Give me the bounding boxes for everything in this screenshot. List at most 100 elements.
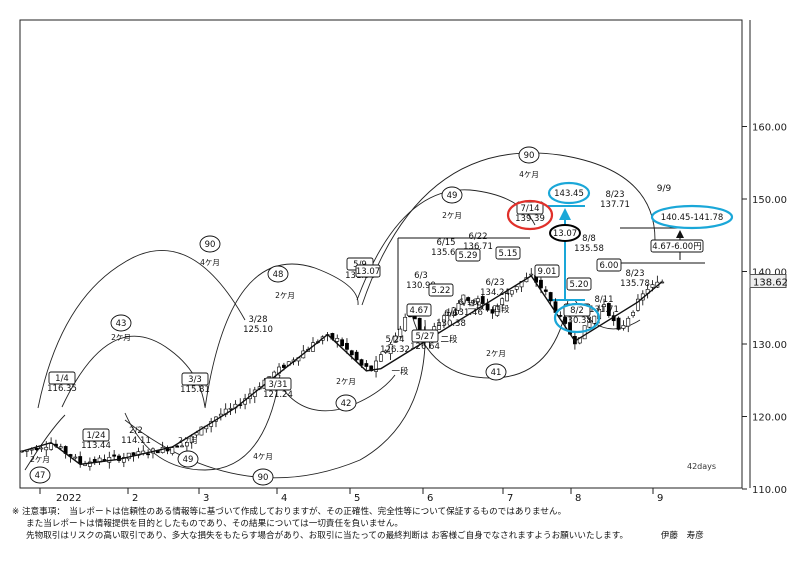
candle-body <box>442 315 446 323</box>
boxed-value: 5.29 <box>459 251 478 261</box>
cycle-count-ellipse <box>518 146 540 164</box>
cycle-count: 90 <box>524 151 535 161</box>
candle-body <box>631 311 636 316</box>
target-price-143-ellipse <box>547 181 591 205</box>
candle-body <box>73 456 78 459</box>
candle-body <box>602 304 606 308</box>
price-label: 135.58 <box>574 244 604 254</box>
candle-body <box>437 322 442 330</box>
candle-body <box>514 286 519 290</box>
x-tick-label: 2 <box>132 493 138 504</box>
target-arrow-head <box>676 230 684 238</box>
boxed-value-box <box>355 264 381 278</box>
candle-body <box>592 315 597 324</box>
price-label: 130.38 <box>436 319 466 329</box>
date-label: 8/2 <box>570 306 584 316</box>
author-name: 伊藤 寿彦 <box>660 531 704 541</box>
price-label: 130.99 <box>406 281 436 291</box>
boxed-value-box <box>428 283 454 297</box>
candle-body <box>29 448 34 451</box>
candle-body <box>131 452 136 456</box>
price-label: 126.64 <box>410 342 440 352</box>
days-label: 42days <box>687 462 716 471</box>
cycle-count-ellipse <box>199 235 221 253</box>
trend-polyline <box>21 274 663 466</box>
date-label: 1/24 <box>86 431 105 441</box>
candle-body <box>393 335 398 343</box>
x-tick-label: 9 <box>657 493 663 504</box>
candle-body <box>461 294 466 304</box>
candle-body <box>509 290 514 295</box>
candle-body <box>92 459 97 463</box>
candle-body <box>88 461 92 467</box>
candle-body <box>199 426 204 436</box>
candle-body <box>383 350 388 353</box>
candle-body <box>480 296 485 304</box>
candle-body <box>403 316 408 331</box>
cycle-count: 47 <box>35 471 46 481</box>
cycle-count: 49 <box>447 191 458 201</box>
cycle-period: 2ケ月 <box>336 377 356 386</box>
cycle-count-ellipse <box>29 466 51 484</box>
candle-body <box>146 453 151 456</box>
date-label-box <box>48 371 76 385</box>
x-tick-label: 3 <box>203 493 209 504</box>
x-tick-label: 5 <box>354 493 360 504</box>
boxed-value: 13.07 <box>356 267 380 277</box>
candle-body <box>466 297 471 301</box>
y-tick-label: 130.00 <box>752 340 787 351</box>
date-label: 1/4 <box>55 374 69 384</box>
date-label: 8/23 <box>625 269 644 279</box>
price-label: 114.11 <box>121 436 151 446</box>
cycle-count: 90 <box>205 240 216 250</box>
candle-body <box>189 435 194 443</box>
plot-border <box>19 19 743 489</box>
cycle-count-ellipse <box>485 363 507 381</box>
candle-body <box>388 343 393 354</box>
cycle-count-ellipse <box>177 450 199 468</box>
cycle-arc <box>37 249 246 409</box>
price-label: 125.10 <box>243 325 273 335</box>
cycle-count: 43 <box>116 319 127 329</box>
x-tick-label: 2022 <box>56 493 81 504</box>
candle-body <box>228 407 233 410</box>
candle-body <box>451 307 456 316</box>
cycle-count: 42 <box>341 399 352 409</box>
candle-body <box>587 321 592 328</box>
wave-label: 一段 <box>391 366 409 377</box>
date-label-box <box>411 329 439 343</box>
candle-body <box>170 447 175 454</box>
candle-body <box>471 300 475 304</box>
candle-body <box>621 325 626 329</box>
y-axis: 160.00150.00140.00130.00120.00110.00138.… <box>742 123 788 496</box>
cycle-period: 4ケ月 <box>200 258 220 267</box>
price-label: 126.32 <box>380 345 410 355</box>
highlight-red-ellipse <box>506 199 554 231</box>
price-label: 116.35 <box>47 384 77 394</box>
candle-body <box>39 447 44 450</box>
y-tick-label: 150.00 <box>752 195 787 206</box>
candle-body <box>112 454 117 457</box>
candle-body <box>398 328 403 337</box>
y-tick-label: 160.00 <box>752 123 787 134</box>
date-label: 8/8 <box>582 234 596 244</box>
date-label: 6/3 <box>414 271 428 281</box>
date-label: 3/28 <box>248 315 267 325</box>
candle-body <box>364 363 369 367</box>
date-label: 3/31 <box>268 380 287 390</box>
cycle-arc <box>124 374 281 471</box>
cycle-count-ellipse <box>335 394 357 412</box>
date-label: 6/23 <box>485 278 504 288</box>
candle-body <box>44 446 49 451</box>
date-label-box <box>82 428 110 442</box>
candle-body <box>505 293 509 302</box>
boxed-value: 5.15 <box>499 249 518 259</box>
price-label: 135.60 <box>431 248 461 258</box>
boxed-value-box <box>534 264 560 278</box>
disclaimer-line-1: 注意事項： 当レポートは信頼性のある情報等に基づいて作成しておりますが、その正確… <box>21 507 567 517</box>
price-label: 139.39 <box>515 214 545 224</box>
wave-label: 三段 <box>467 301 485 312</box>
candle-body <box>78 456 83 464</box>
candle-body <box>335 338 340 342</box>
